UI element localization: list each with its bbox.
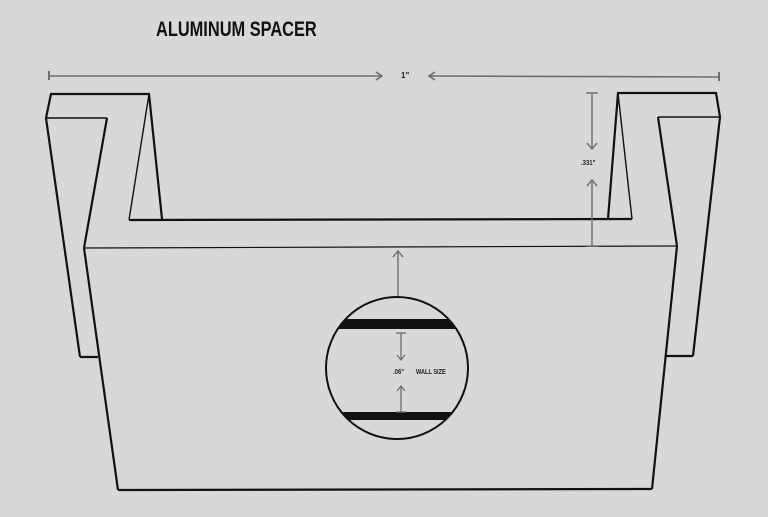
leg-height-dimension [586, 92, 598, 247]
leg-height-label: .331" [581, 160, 596, 167]
callout-leader [392, 249, 404, 297]
width-dimension [48, 71, 720, 81]
overall-width-label: 1" [401, 71, 410, 80]
wall-detail-circle [325, 296, 469, 440]
wall-thickness-label: .06" [393, 369, 405, 376]
wall-size-label: WALL SIZE [416, 369, 446, 376]
spacer-outline [44, 91, 722, 492]
diagram-title: ALUMINUM SPACER [156, 18, 317, 41]
